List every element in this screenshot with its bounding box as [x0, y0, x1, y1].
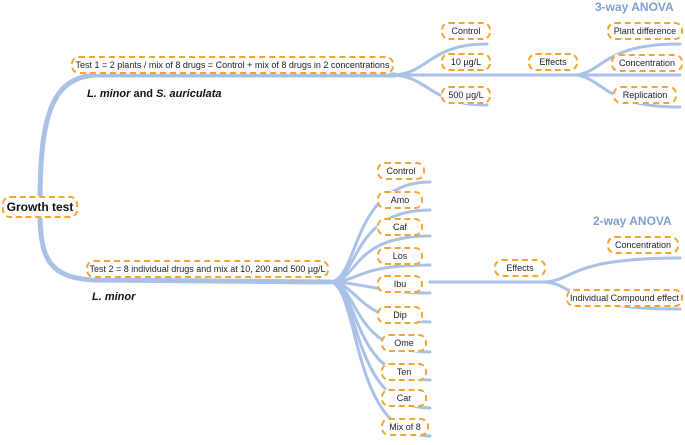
branch-test1-control	[393, 42, 489, 77]
test2-treatment-los: Los	[377, 247, 423, 265]
test2-effects-node: Effects	[494, 259, 546, 277]
test2-treatment-car: Car	[381, 389, 427, 407]
test2-node: Test 2 = 8 individual drugs and mix at 1…	[86, 260, 329, 278]
branch-test1-500	[393, 73, 489, 107]
branch-root-test1	[37, 72, 398, 208]
effect-replication: Replication	[613, 86, 677, 104]
test1-treatment-500: 500 µg/L	[441, 86, 491, 104]
test2-treatment-ome: Ome	[381, 334, 427, 352]
test1-species-caption: L. minor and S. auriculata	[87, 88, 222, 100]
test1-treatment-control: Control	[441, 22, 491, 40]
species-lminor-2: L. minor	[92, 291, 136, 303]
test2-treatment-caf: Caf	[377, 218, 423, 236]
root-node: Growth test	[2, 196, 78, 218]
test2-treatment-control: Control	[377, 162, 425, 180]
test1-treatment-10: 10 µg/L	[441, 53, 491, 71]
test2-treatment-mix: Mix of 8	[381, 418, 429, 436]
test2-treatment-amo: Amo	[377, 191, 423, 209]
branch-effect2-conc	[543, 256, 682, 284]
anova-3way-title: 3-way ANOVA	[595, 0, 674, 14]
species-sauriculata: S. auriculata	[156, 88, 222, 100]
effect-concentration: Concentration	[611, 54, 683, 72]
effect2-concentration: Concentration	[607, 236, 679, 254]
anova-2way-title: 2-way ANOVA	[593, 214, 672, 228]
branch-effect-rep	[575, 73, 682, 109]
effect-plant-difference: Plant difference	[607, 22, 683, 40]
effect2-individual-compound: Individual Compound effect	[566, 289, 683, 307]
branch-root-test2	[37, 209, 333, 285]
test1-effects-node: Effects	[528, 53, 578, 71]
branch-test2-caf	[328, 234, 432, 284]
species-lminor: L. minor	[87, 88, 131, 100]
test2-species-caption: L. minor	[92, 291, 135, 303]
test1-node: Test 1 = 2 plants / mix of 8 drugs = Con…	[71, 56, 394, 74]
species-conjunction: and	[133, 88, 154, 100]
test2-treatment-ibu: Ibu	[377, 275, 423, 293]
branch-effect-plant	[575, 42, 682, 77]
test2-treatment-ten: Ten	[381, 363, 427, 381]
test2-treatment-dip: Dip	[377, 306, 423, 324]
